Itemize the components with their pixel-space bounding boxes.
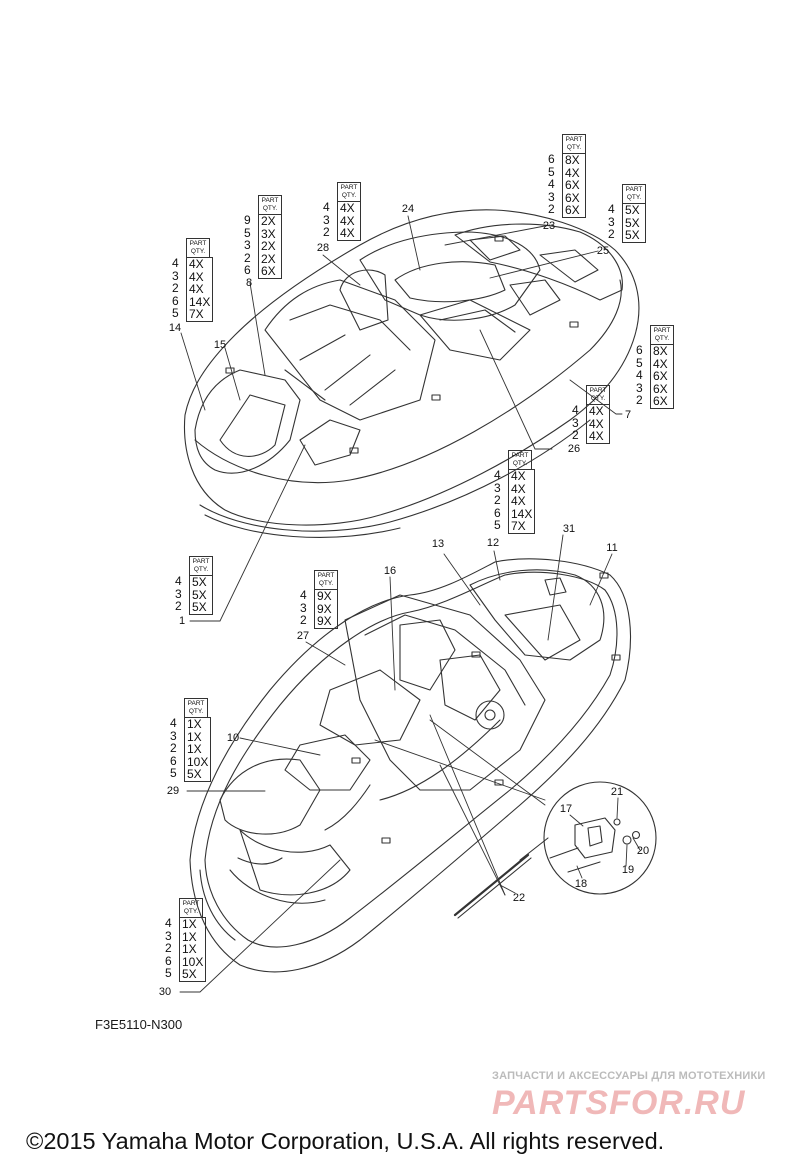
callout-18: 18: [574, 878, 588, 890]
callout-24: 24: [401, 203, 415, 215]
callout-26: 26: [567, 443, 581, 455]
callout-1: 1: [178, 615, 186, 627]
callout-13: 13: [431, 538, 445, 550]
callout-27: 27: [296, 630, 310, 642]
callout-16: 16: [383, 565, 397, 577]
callout-22: 22: [512, 892, 526, 904]
callout-25: 25: [596, 245, 610, 257]
upper-boat-drawing: [183, 209, 640, 538]
callout-12: 12: [486, 537, 500, 549]
callout-29: 29: [166, 785, 180, 797]
detail-circle-drawing: [519, 781, 657, 895]
callout-15: 15: [213, 339, 227, 351]
callout-19: 19: [621, 864, 635, 876]
callout-21: 21: [610, 786, 624, 798]
watermark-logo: PARTSFOR.RU: [492, 1084, 746, 1122]
leader-lines: [179, 215, 641, 993]
callout-8: 8: [245, 277, 253, 289]
callout-11: 11: [606, 542, 618, 554]
callout-30: 30: [158, 986, 172, 998]
lower-boat-drawing: [189, 558, 632, 973]
callout-31: 31: [562, 523, 576, 535]
callout-17: 17: [559, 803, 573, 815]
callout-10: 10: [226, 732, 240, 744]
diagram-code: F3E5110-N300: [95, 1017, 183, 1032]
callout-28: 28: [316, 242, 330, 254]
watermark-tagline: ЗАПЧАСТИ И АКСЕССУАРЫ ДЛЯ МОТОТЕХНИКИ: [492, 1070, 766, 1082]
callout-7: 7: [624, 409, 632, 421]
callout-23: 23: [542, 220, 556, 232]
callout-14: 14: [168, 322, 182, 334]
callout-20: 20: [636, 845, 650, 857]
rod-drawing: [453, 853, 530, 917]
copyright-notice: ©2015 Yamaha Motor Corporation, U.S.A. A…: [26, 1128, 665, 1154]
